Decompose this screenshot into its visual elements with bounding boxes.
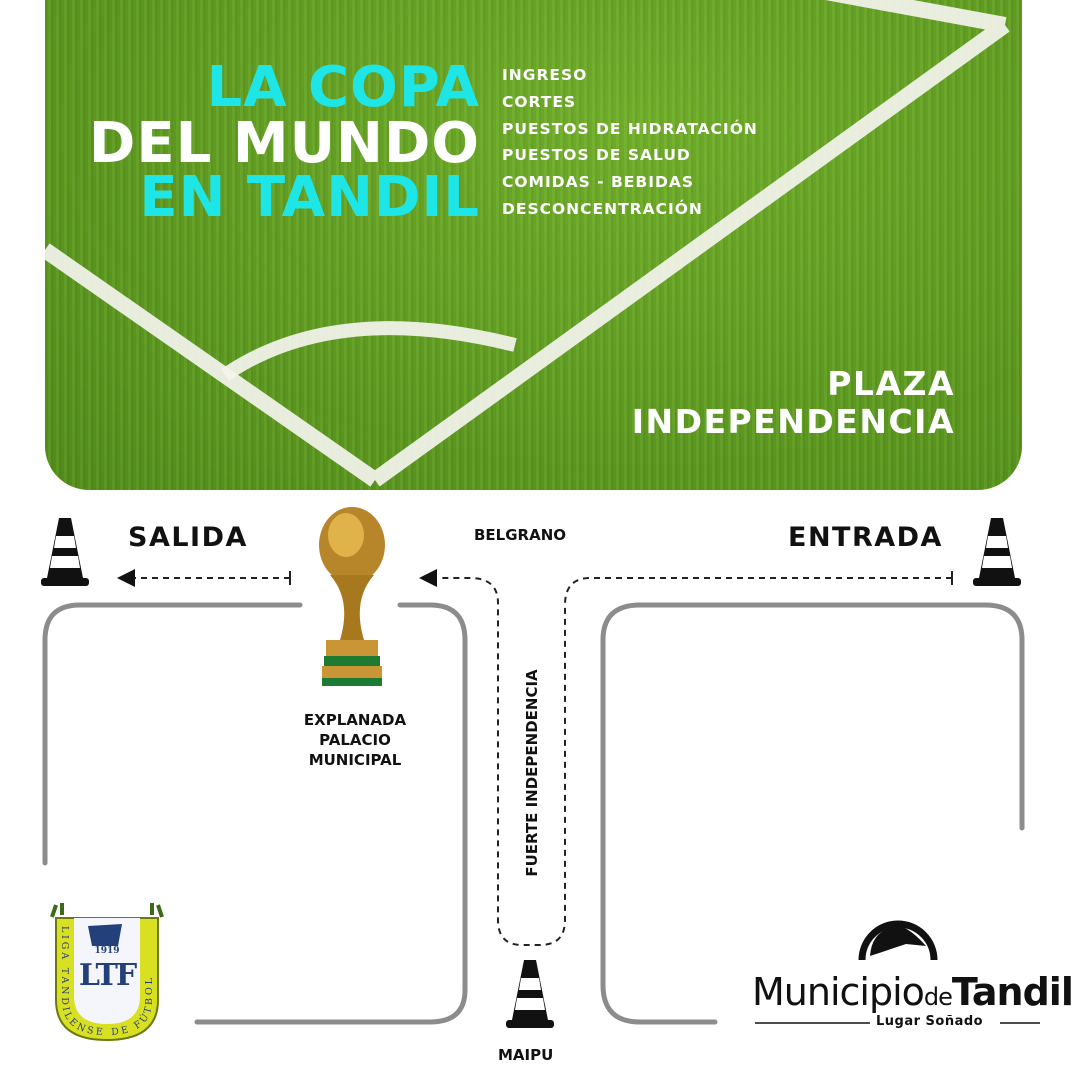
- football-field-image: [45, 0, 1022, 490]
- block-right: [600, 602, 1025, 1025]
- world-cup-trophy-icon: [319, 507, 385, 686]
- arrow-left-icon: [419, 569, 437, 587]
- legend-list: INGRESO CORTES PUESTOS DE HIDRATACIÓN PU…: [502, 62, 758, 223]
- plaza-line-2: INDEPENDENCIA: [631, 402, 955, 441]
- field-lines: [45, 0, 1010, 487]
- explanada-line-2: PALACIO: [319, 731, 391, 749]
- municipio-de: de: [923, 983, 953, 1011]
- plaza-label: PLAZA INDEPENDENCIA: [632, 365, 955, 441]
- street-maipu: MAIPU: [498, 1046, 554, 1064]
- explanada-label: EXPLANADA PALACIO MUNICIPAL: [275, 710, 435, 770]
- walking-route: [440, 577, 952, 946]
- municipio-emblem-icon: [858, 920, 938, 961]
- street-fuerte-independencia: FUERTE INDEPENDENCIA: [523, 669, 541, 877]
- ltf-year: 1919: [94, 946, 120, 956]
- legend-item: INGRESO: [502, 66, 588, 84]
- traffic-cone-icon: [973, 518, 1021, 586]
- ltf-shield-logo: LIGA TANDILENSE DE FÚTBOL: [50, 903, 164, 1042]
- title-line-3: EN TANDIL: [139, 165, 480, 230]
- ltf-initials: LTF: [78, 958, 137, 993]
- municipio-tandil: Tandil: [951, 970, 1074, 1014]
- municipio-logo-text: MunicipiodeTandil: [752, 970, 1074, 1014]
- salida-label: SALIDA: [128, 522, 248, 553]
- legend-item: PUESTOS DE HIDRATACIÓN: [502, 119, 758, 138]
- street-belgrano: BELGRANO: [474, 526, 567, 544]
- plaza-line-1: PLAZA: [827, 364, 955, 403]
- traffic-cone-icon: [41, 518, 89, 586]
- explanada-line-1: EXPLANADA: [303, 711, 407, 729]
- explanada-line-3: MUNICIPAL: [308, 751, 402, 769]
- title-line-2: DEL MUNDO: [88, 111, 480, 176]
- municipio-tagline: Lugar Soñado: [876, 1014, 984, 1029]
- entrada-label: ENTRADA: [788, 522, 943, 553]
- traffic-cone-icon: [506, 960, 554, 1028]
- municipio-name: Municipio: [752, 970, 925, 1014]
- title-line-1: LA COPA: [206, 55, 480, 120]
- arrow-left-icon: [117, 569, 135, 587]
- block-left: [42, 602, 468, 1025]
- legend-item: PUESTOS DE SALUD: [502, 146, 691, 165]
- legend-item: DESCONCENTRACIÓN: [502, 199, 703, 218]
- legend-item: COMIDAS - BEBIDAS: [502, 173, 695, 192]
- legend-item: CORTES: [502, 92, 577, 111]
